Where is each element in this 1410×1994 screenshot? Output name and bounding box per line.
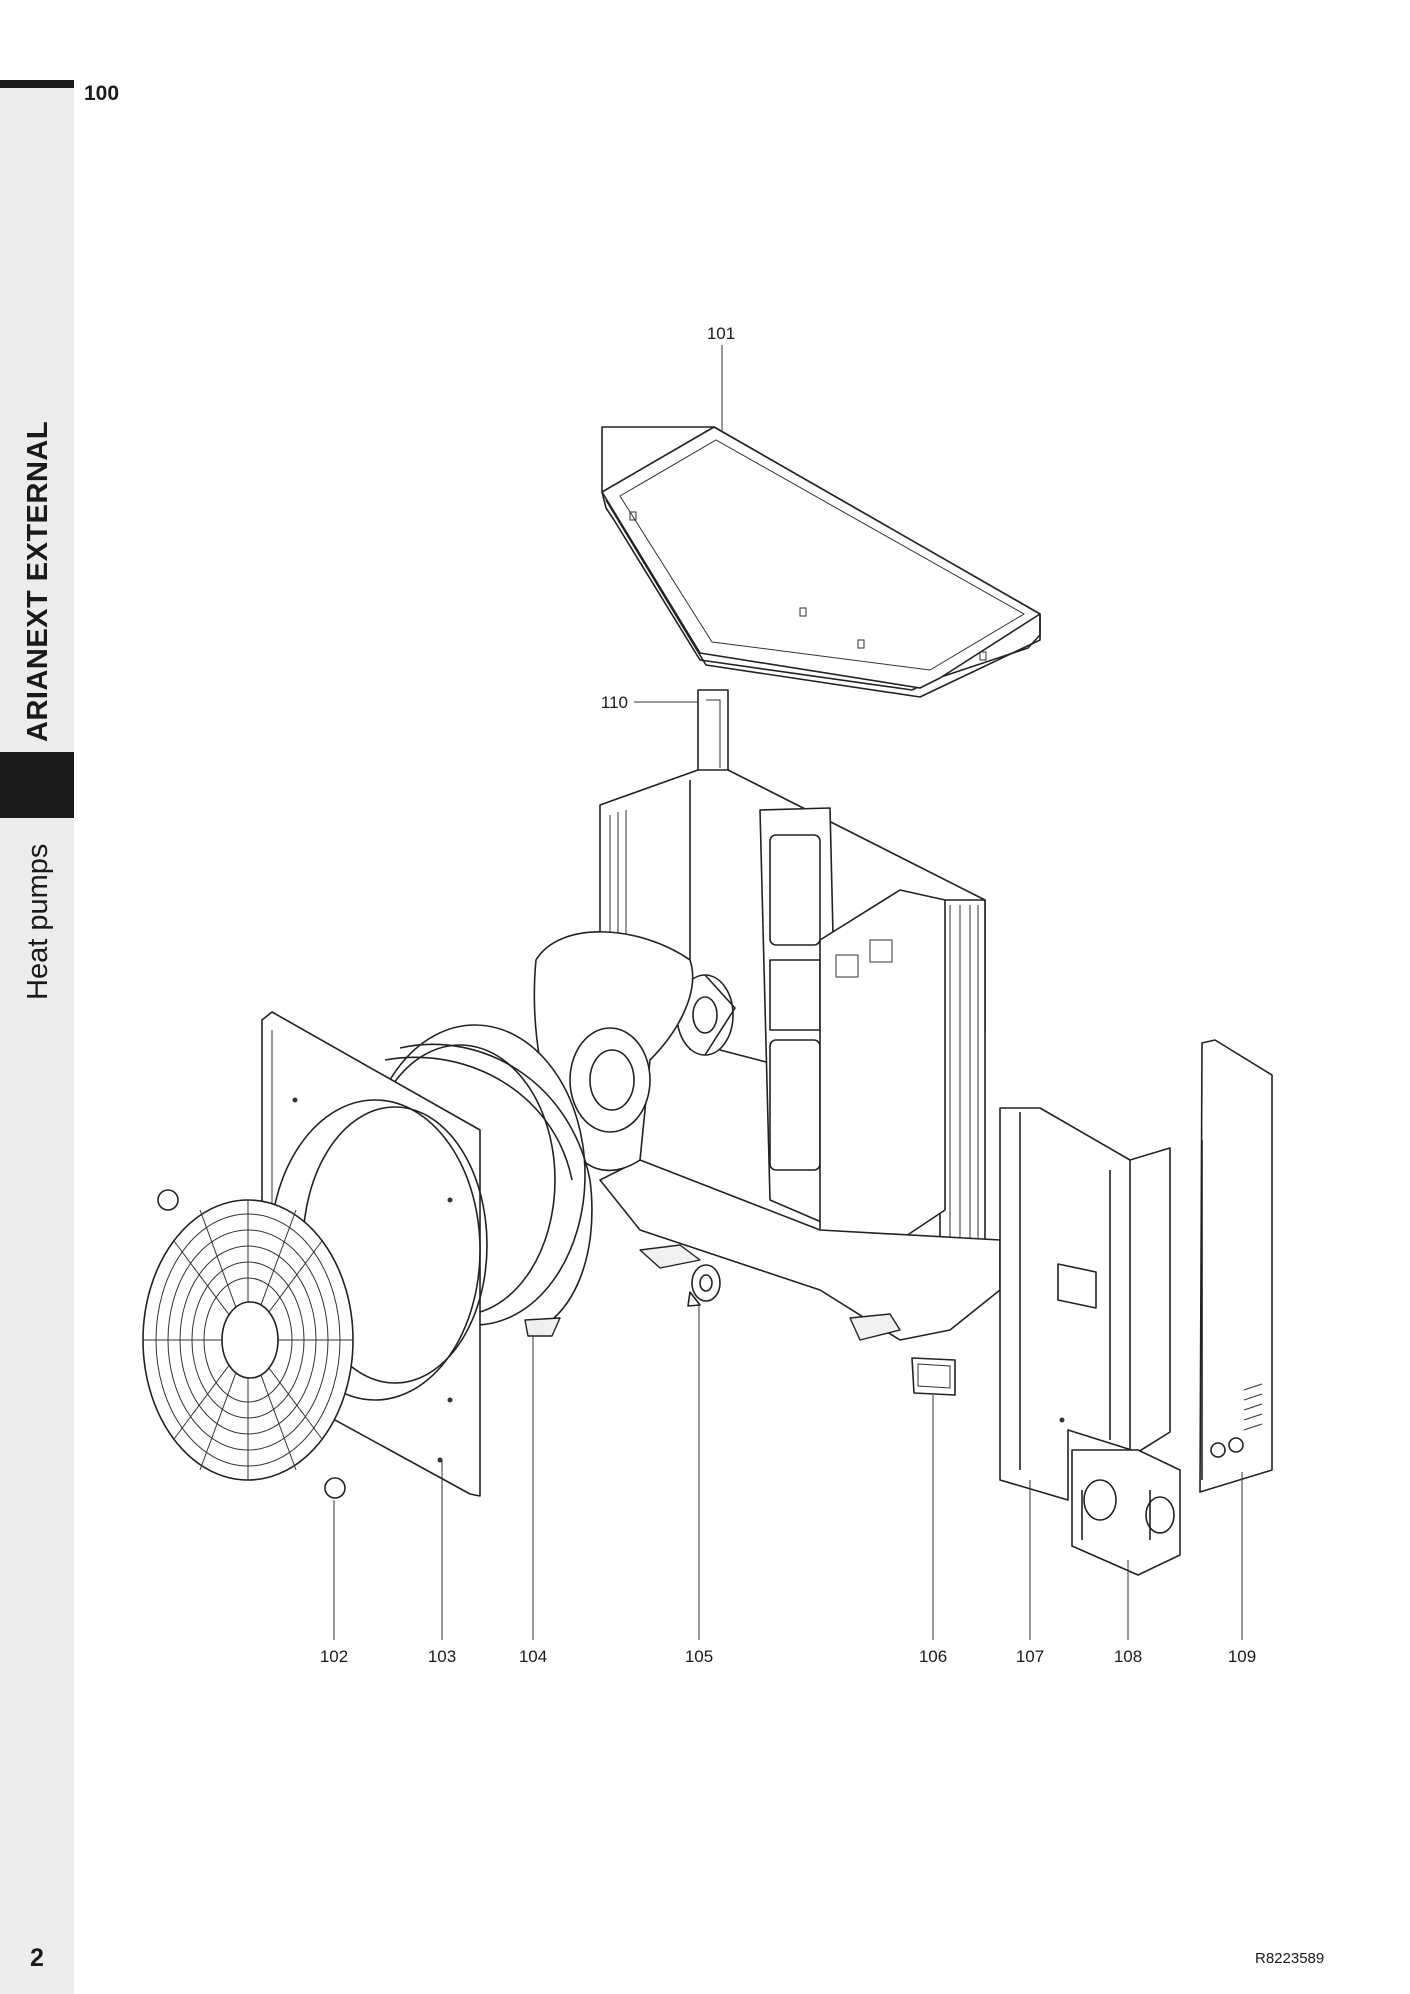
part-top-cover xyxy=(601,426,1041,698)
sidebar-top-bar xyxy=(0,80,74,88)
part-frame-chassis xyxy=(599,689,1001,1341)
callout-104: 104 xyxy=(519,1647,547,1666)
callout-109: 109 xyxy=(1228,1647,1256,1666)
leader-lines xyxy=(333,345,1243,1640)
part-side-panel xyxy=(999,1107,1171,1501)
callout-101: 101 xyxy=(707,324,735,343)
sidebar xyxy=(0,80,74,1994)
sidebar-black-block xyxy=(0,752,74,818)
callout-107: 107 xyxy=(1016,1647,1044,1666)
callout-102: 102 xyxy=(320,1647,348,1666)
callout-110: 110 xyxy=(601,693,628,712)
page-code: 100 xyxy=(84,82,120,105)
doc-reference: R8223589 xyxy=(1255,1950,1325,1967)
part-valve-cover xyxy=(1071,1449,1181,1576)
part-fan-grille xyxy=(142,1189,354,1499)
part-105 xyxy=(687,1264,721,1307)
callout-106: 106 xyxy=(919,1647,947,1666)
part-rear-panel xyxy=(1199,1039,1273,1493)
callout-103: 103 xyxy=(428,1647,456,1666)
callout-108: 108 xyxy=(1114,1647,1142,1666)
callout-105: 105 xyxy=(685,1647,713,1666)
part-106 xyxy=(911,1357,956,1396)
page-number: 2 xyxy=(30,1944,44,1972)
